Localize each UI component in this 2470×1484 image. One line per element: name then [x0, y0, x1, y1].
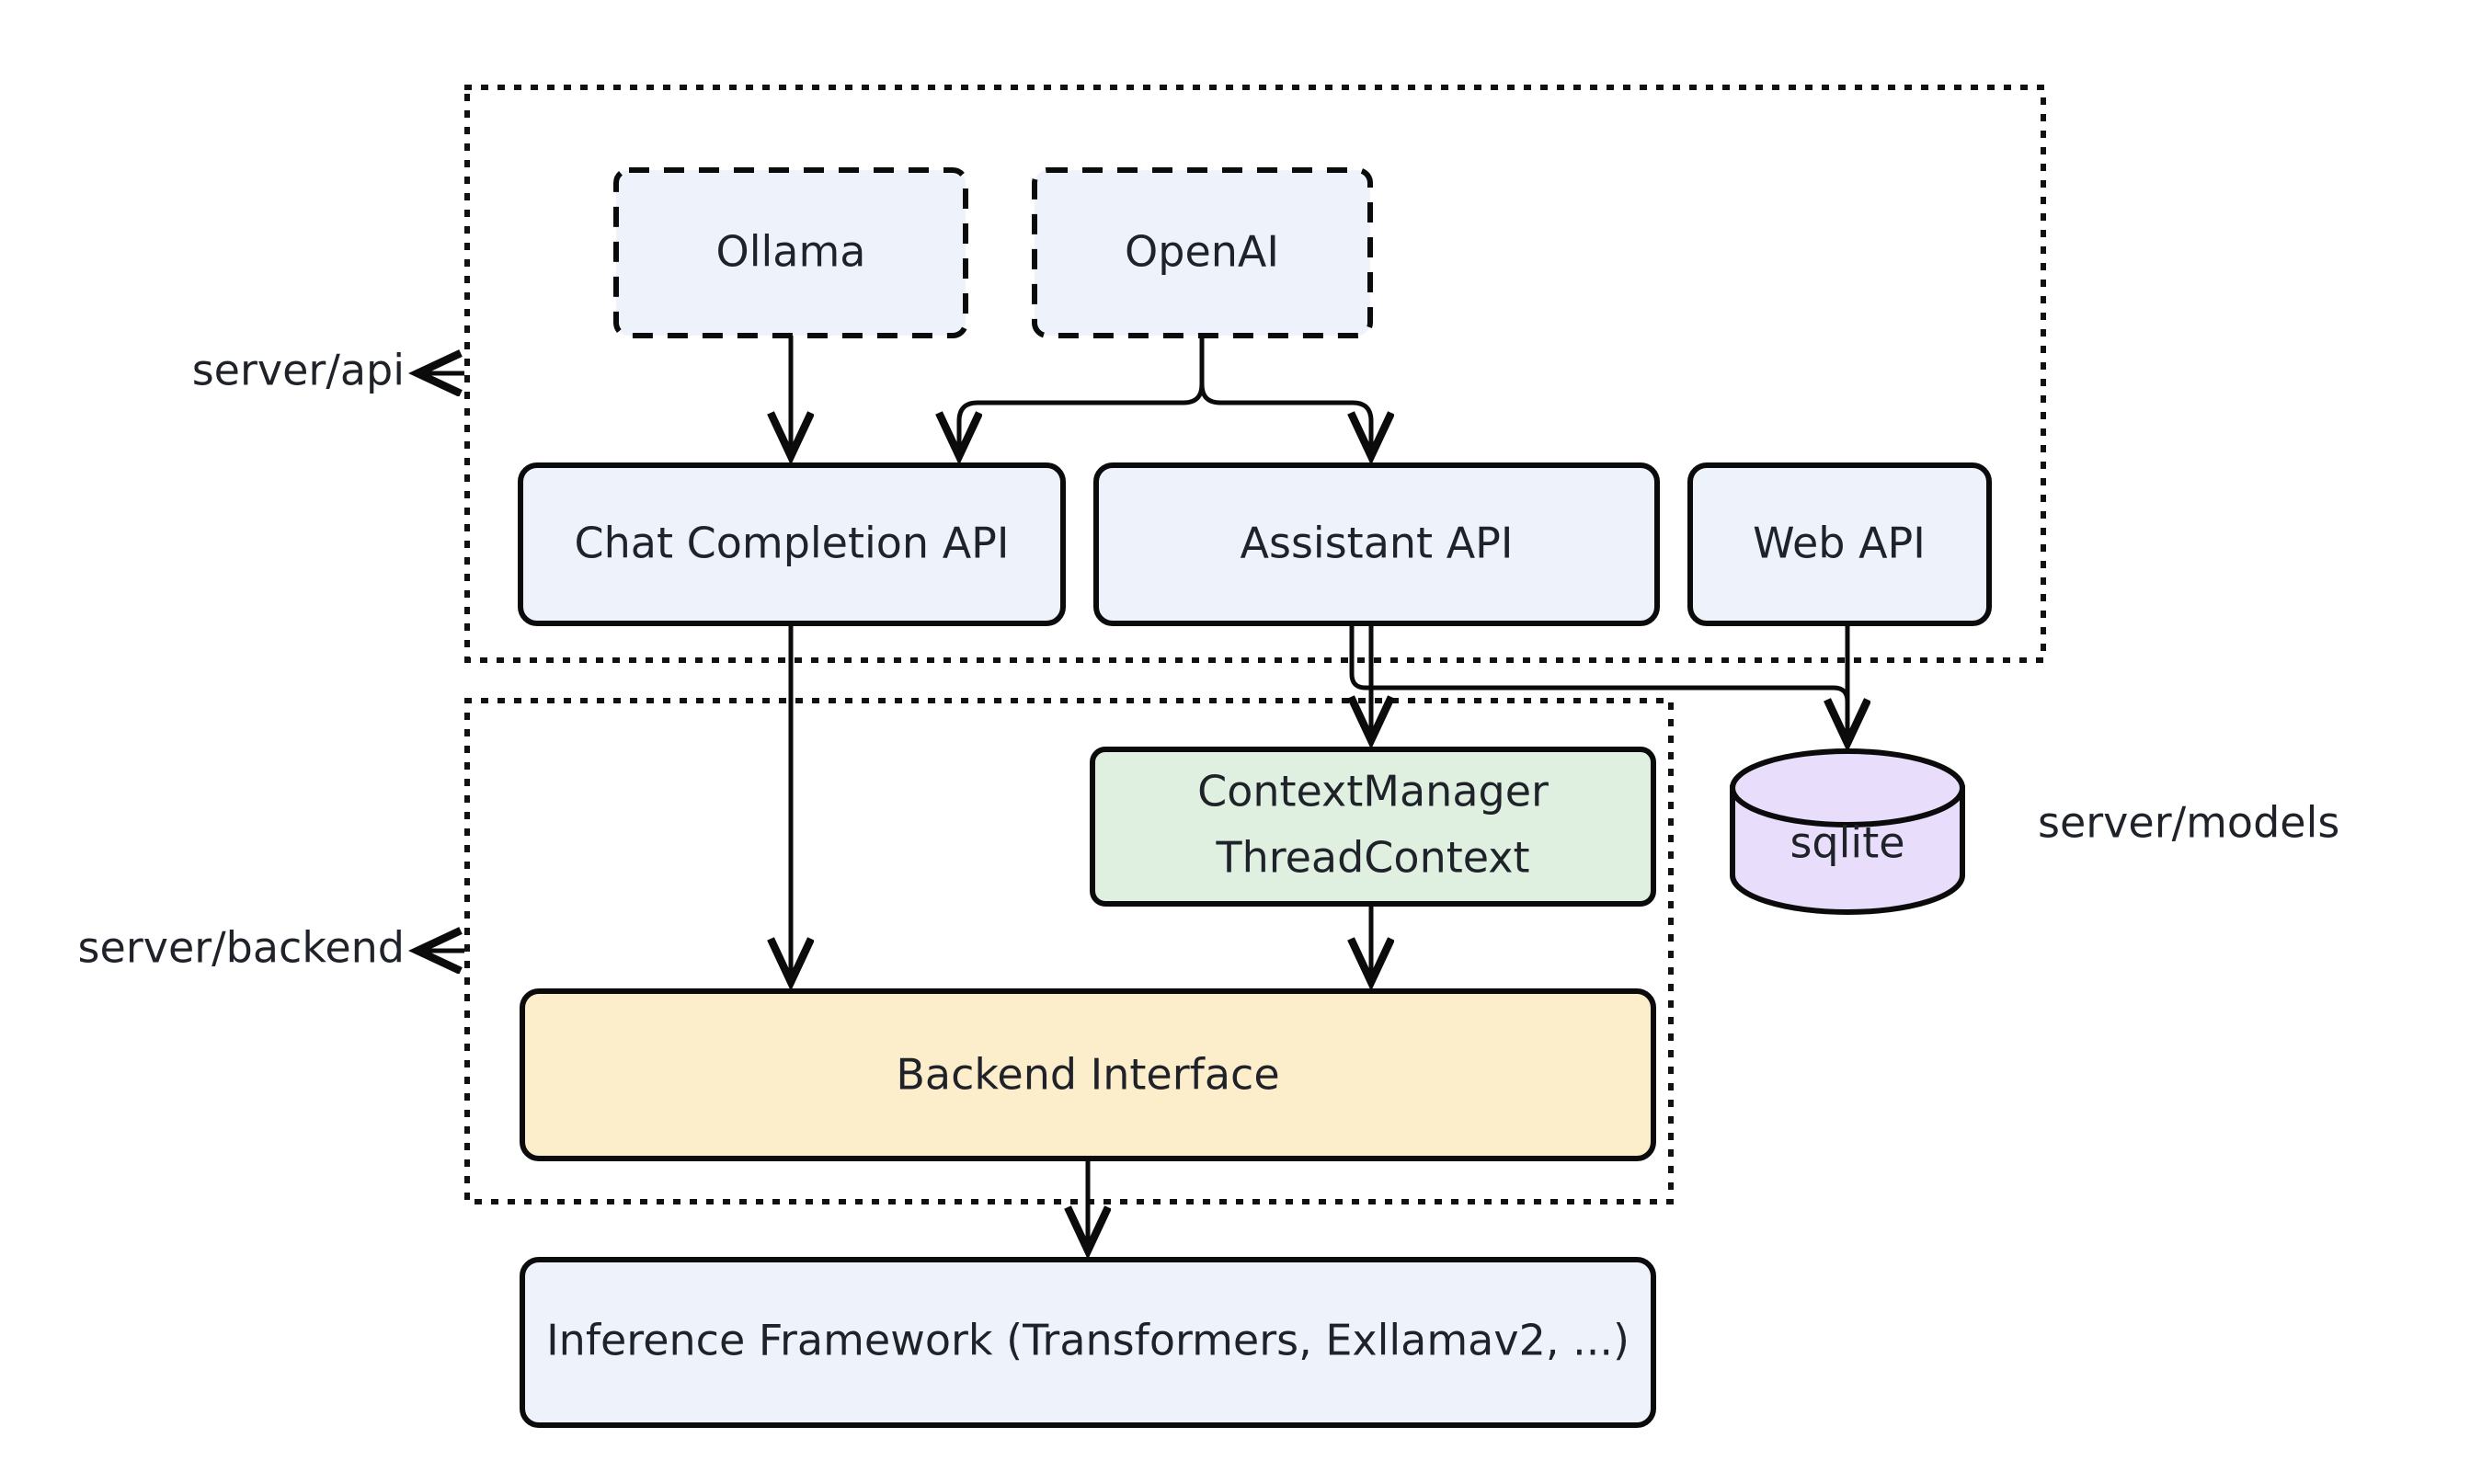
node-context-manager-label-line2: ThreadContext	[1215, 833, 1529, 883]
server-models-label: server/models	[2038, 798, 2339, 848]
node-sqlite-top-ellipse[interactable]	[1730, 748, 1965, 828]
node-inference-framework[interactable]: Inference Framework (Transformers, Exlla…	[520, 1257, 1656, 1428]
node-web-api[interactable]: Web API	[1687, 462, 1992, 626]
node-openai-label: OpenAI	[1125, 227, 1279, 277]
edge-openai-to-assistant	[1199, 336, 1371, 452]
edge-assistant-to-sqlite	[1349, 623, 1847, 739]
node-chat-completion-api[interactable]: Chat Completion API	[518, 462, 1066, 626]
node-inference-framework-label: Inference Framework (Transformers, Exlla…	[546, 1316, 1630, 1365]
node-ollama-box[interactable]	[613, 167, 968, 338]
cluster-backend-border	[464, 698, 1674, 1204]
node-sqlite[interactable]: sqlite	[1730, 748, 1965, 915]
node-ollama-label: Ollama	[716, 227, 866, 277]
node-context-manager[interactable]: ContextManager ThreadContext	[1090, 747, 1656, 907]
cluster-backend-label: server/backend	[78, 923, 405, 973]
node-backend-interface-label: Backend Interface	[896, 1050, 1279, 1100]
node-inference-framework-box[interactable]	[520, 1257, 1656, 1428]
node-context-manager-label-line1: ContextManager	[1197, 767, 1549, 816]
node-web-api-label: Web API	[1753, 519, 1926, 568]
node-chat-completion-api-label: Chat Completion API	[575, 519, 1010, 568]
node-web-api-box[interactable]	[1687, 462, 1992, 626]
node-backend-interface[interactable]: Backend Interface	[520, 988, 1656, 1161]
node-openai-box[interactable]	[1032, 167, 1373, 338]
node-assistant-api-label: Assistant API	[1241, 519, 1514, 568]
node-ollama[interactable]: Ollama	[613, 167, 968, 338]
node-chat-completion-api-box[interactable]	[518, 462, 1066, 626]
node-assistant-api-box[interactable]	[1093, 462, 1660, 626]
cluster-server-backend: server/backend	[78, 698, 1674, 1204]
cluster-api-label: server/api	[192, 346, 405, 395]
node-openai[interactable]: OpenAI	[1032, 167, 1373, 338]
node-sqlite-label: sqlite	[1790, 818, 1904, 868]
node-context-manager-box[interactable]	[1090, 747, 1656, 907]
node-backend-interface-box[interactable]	[520, 988, 1656, 1161]
cluster-server-api: server/api	[192, 85, 2046, 663]
node-assistant-api[interactable]: Assistant API	[1093, 462, 1660, 626]
edge-openai-to-chat-completion	[959, 336, 1205, 452]
